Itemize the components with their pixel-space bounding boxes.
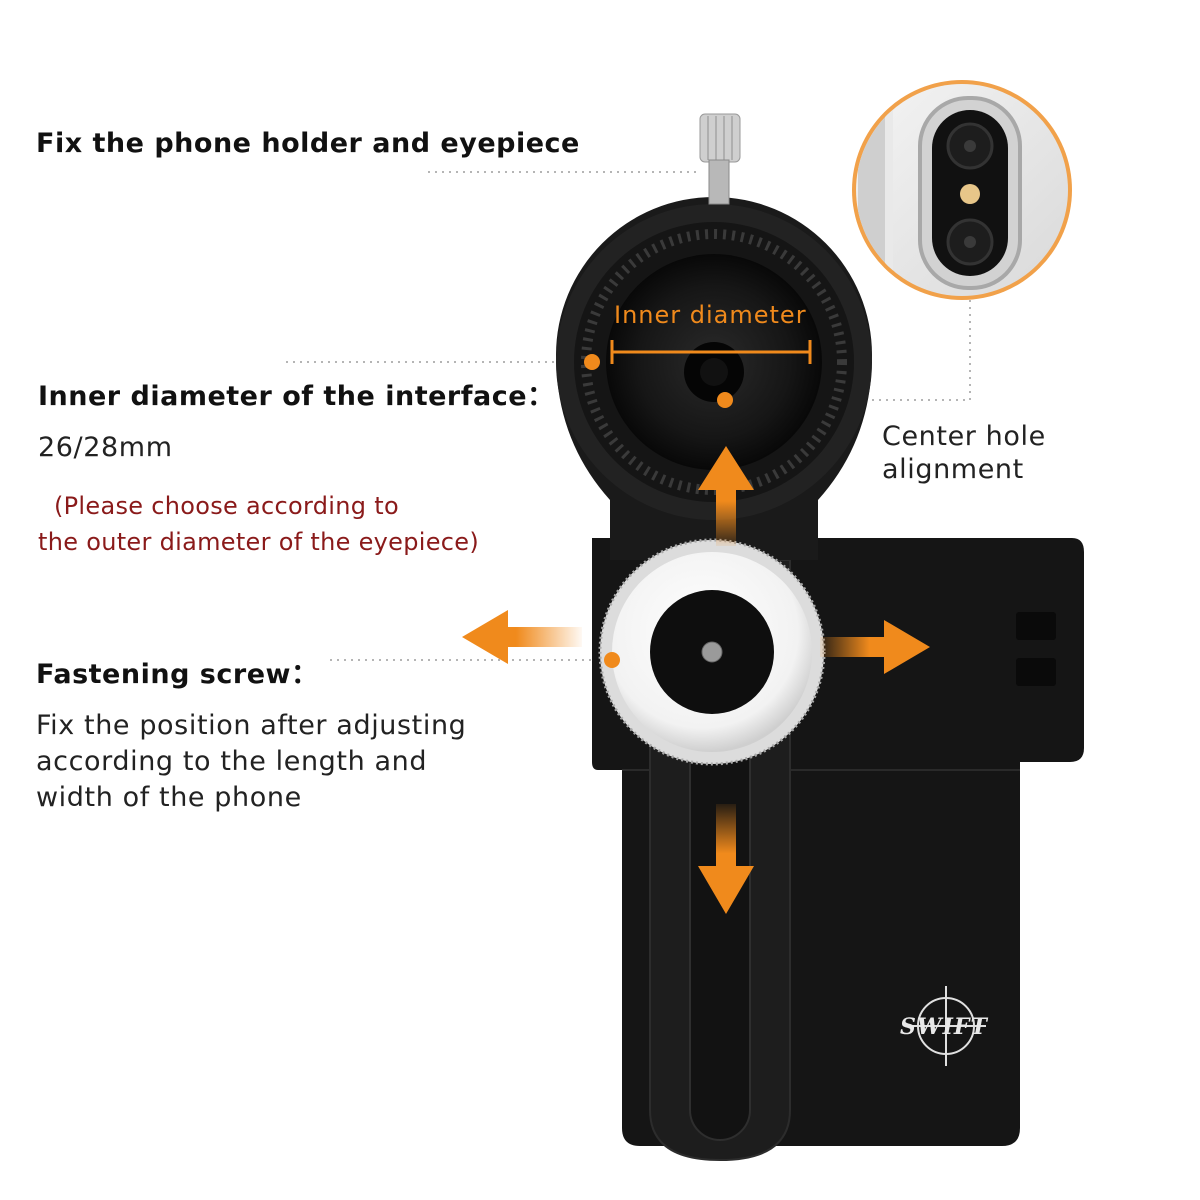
crosshair-logo-icon [906,986,986,1066]
fastening-line3: width of the phone [36,782,302,813]
eyepiece-note-line2: the outer diameter of the eyepiece) [38,528,480,556]
arrow-down-icon [698,804,754,914]
eyepiece-note: (Please choose according to the outer di… [38,488,479,560]
center-hole-callout: Center hole alignment [882,420,1046,486]
fastening-screw-heading: Fastening screw： [36,659,319,690]
arrow-left-icon [462,610,582,664]
inner-diameter-heading: Inner diameter of the interface： [38,381,555,412]
fastening-line1: Fix the position after adjusting [36,710,467,741]
thumb-screw [699,113,741,205]
center-line1: Center hole [882,421,1046,452]
brand-logo-text: SWIFT [900,1014,988,1040]
leader-lines [286,171,971,661]
camera-inset [852,80,1072,300]
fastening-screw-description: Fix the position after adjusting accordi… [36,708,466,816]
inner-diameter-label: Inner diameter [614,301,807,329]
arrow-right-icon [820,620,930,674]
eyepiece-note-line1: (Please choose according to [54,492,399,520]
arrow-up-icon [698,446,754,546]
fix-holder-heading: Fix the phone holder and eyepiece [36,128,580,159]
fastening-line2: according to the length and [36,746,428,777]
center-line2: alignment [882,454,1024,485]
inner-diameter-value: 26/28mm [38,432,173,463]
